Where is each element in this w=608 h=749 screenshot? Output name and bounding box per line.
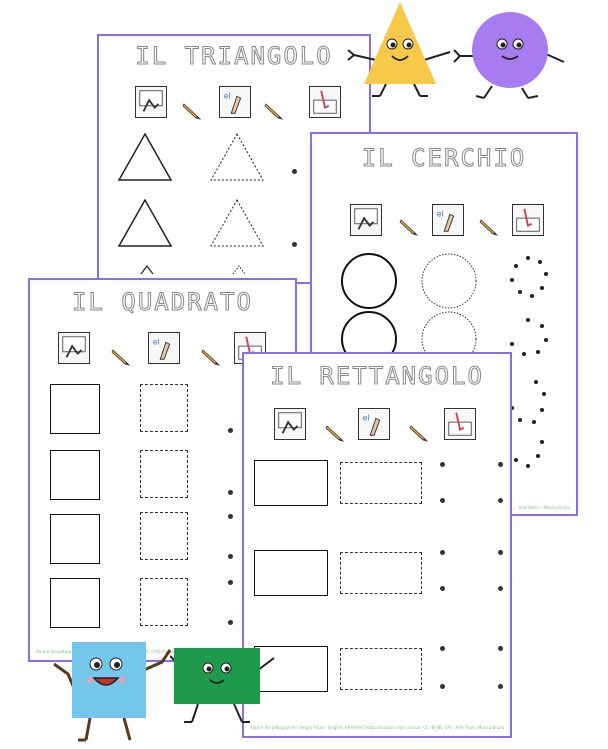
square-dotted (140, 384, 188, 432)
pencil-icon (263, 100, 285, 122)
dot (440, 684, 445, 689)
coloring-icon (274, 408, 306, 440)
dot (498, 646, 503, 651)
footer-credit: Autore dei pittogrammi: Sergio Palao · O… (250, 725, 504, 730)
svg-text:el: el (363, 413, 370, 422)
dot (440, 586, 445, 591)
dot (498, 586, 503, 591)
footer-credit: Arte Rostri · Marica Bruno (518, 505, 570, 510)
tracing-icon (444, 408, 476, 440)
dot (440, 462, 445, 467)
dot (498, 462, 503, 467)
square-dotted (140, 450, 188, 498)
square-dotted (140, 578, 188, 626)
dot (228, 514, 233, 519)
dot (228, 620, 233, 625)
dot (228, 490, 233, 495)
triangle-shape (117, 132, 173, 181)
square-dotted (140, 512, 188, 560)
coloring-icon (350, 204, 382, 236)
dot (498, 684, 503, 689)
circle-character-icon (453, 12, 565, 99)
dot (228, 580, 233, 585)
dot (440, 550, 445, 555)
sheet-rettangolo: IL RETTANGOLO el Autore dei pittogrammi:… (242, 352, 512, 738)
dot (440, 498, 445, 503)
square-shape (50, 578, 100, 628)
rectangle-character-icon (170, 648, 275, 723)
dot (498, 550, 503, 555)
svg-text:el: el (437, 209, 444, 218)
coloring-icon (58, 332, 90, 364)
square-shape (50, 384, 100, 434)
circle-shape (341, 253, 397, 309)
rectangle-dotted (340, 552, 422, 594)
triangle-partial (140, 265, 154, 275)
triangle-dotted (210, 132, 264, 181)
triangle-character-icon (347, 2, 451, 97)
pencil-icon (200, 346, 222, 368)
coloring-icon (135, 86, 167, 118)
writing-icon: el (432, 204, 464, 236)
triangle-partial-dotted (232, 265, 246, 275)
triangle-shape (117, 198, 173, 247)
writing-icon: el (358, 408, 390, 440)
square-character-icon (53, 642, 172, 742)
rectangle-dotted (340, 648, 422, 690)
pencil-icon (181, 100, 203, 122)
dot (292, 169, 297, 174)
dot (228, 428, 233, 433)
pencil-icon (110, 346, 132, 368)
circle-dots-guide (510, 256, 548, 468)
dot (498, 498, 503, 503)
dot (440, 646, 445, 651)
pencil-icon (478, 216, 500, 238)
triangle-dotted (210, 198, 264, 247)
square-shape (50, 514, 100, 564)
dot (292, 242, 297, 247)
pencil-icon (324, 422, 346, 444)
footer-credit: Autore dei pittogrammi: Sergio Palao · O… (36, 649, 289, 654)
svg-text:el: el (224, 91, 231, 100)
dot (228, 554, 233, 559)
rectangle-shape (254, 460, 328, 506)
writing-icon: el (148, 332, 180, 364)
pencil-icon (408, 422, 430, 444)
circle-dotted (421, 253, 477, 309)
svg-text:el: el (153, 337, 160, 346)
page-title: IL TRIANGOLO (135, 42, 333, 71)
writing-icon: el (219, 86, 251, 118)
square-shape (50, 450, 100, 500)
pencil-icon (398, 216, 420, 238)
tracing-icon (512, 204, 544, 236)
tracing-icon (309, 86, 341, 118)
rectangle-dotted (340, 462, 422, 504)
page-title: IL RETTANGOLO (270, 362, 484, 391)
rectangle-shape (254, 550, 328, 596)
page-title: IL QUADRATO (72, 288, 253, 317)
page-title: IL CERCHIO (361, 144, 527, 173)
